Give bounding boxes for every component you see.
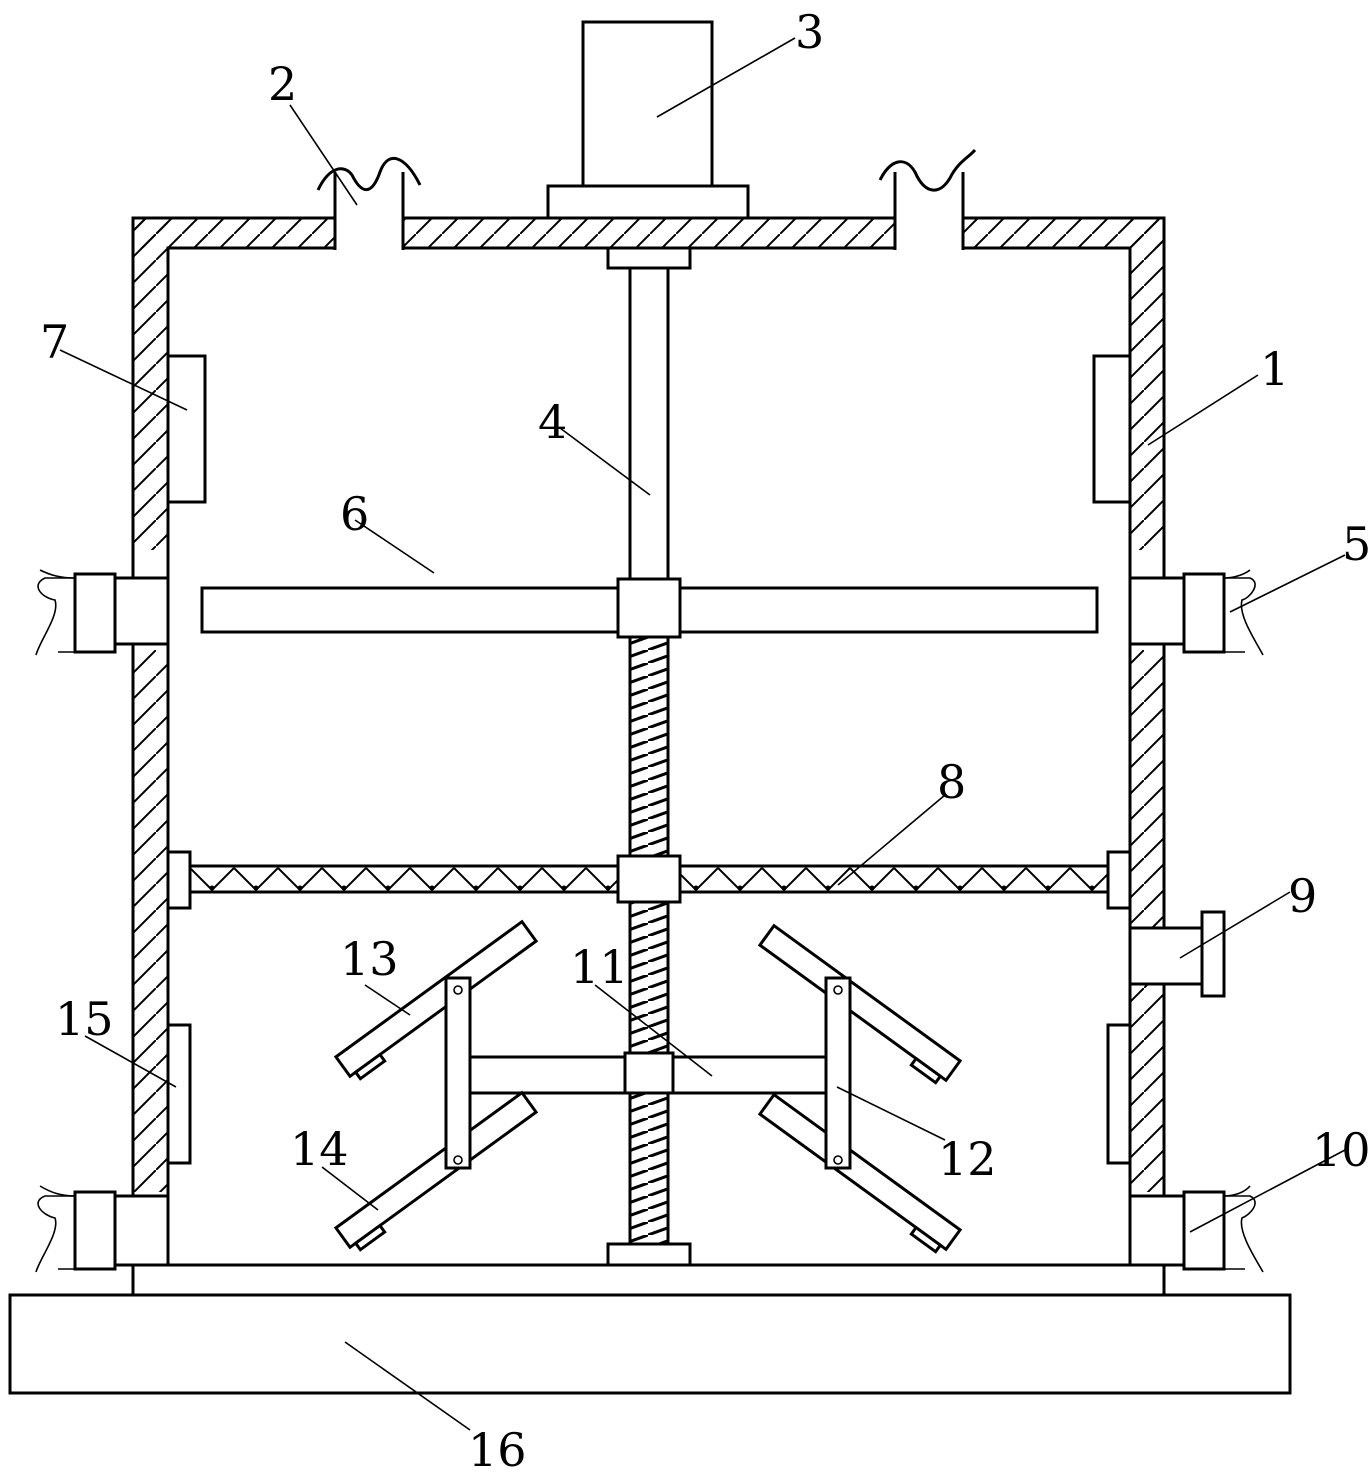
label-2: 2	[268, 57, 297, 111]
label-4: 4	[538, 395, 567, 449]
lower-rotor	[333, 919, 963, 1254]
label-11: 11	[570, 940, 629, 994]
vibrator-upper-right	[1092, 354, 1132, 504]
shaft	[606, 246, 692, 1267]
connecting-rod-left	[444, 976, 472, 1170]
side-pipe-upper-left	[35, 569, 170, 656]
label-12: 12	[938, 1132, 997, 1186]
connecting-rod-right	[824, 976, 852, 1170]
label-6: 6	[340, 487, 369, 541]
label-7: 7	[40, 315, 69, 369]
label-15: 15	[55, 992, 114, 1046]
leader-lines	[59, 37, 1346, 1431]
label-13: 13	[340, 932, 399, 986]
feed-pipe-left	[316, 156, 422, 250]
blade-lower-right	[757, 1092, 963, 1254]
label-14: 14	[290, 1122, 349, 1176]
blade-upper-left	[333, 919, 539, 1081]
label-3: 3	[795, 5, 824, 59]
label-8: 8	[937, 755, 966, 809]
base-plate	[8, 1265, 1292, 1395]
valve	[1128, 910, 1226, 998]
label-16: 16	[468, 1423, 527, 1476]
label-10: 10	[1312, 1123, 1371, 1177]
vibrator-upper-left	[166, 354, 207, 504]
vibrator-lower-left	[166, 1023, 192, 1165]
part-labels: 1 2 3 4 5 6 7 8 9 10 11 12 13 14 15 16	[40, 5, 1371, 1476]
side-pipe-upper-right	[1128, 569, 1264, 656]
vibrator-lower-right	[1106, 1023, 1132, 1165]
label-5: 5	[1342, 517, 1371, 571]
outlet-pipe-lower-left	[35, 1185, 170, 1273]
screen-plate	[166, 850, 1132, 910]
stirring-bar	[200, 577, 1099, 639]
feed-pipe-right	[878, 148, 977, 250]
label-1: 1	[1260, 342, 1289, 396]
outlet-pipe-lower-right	[1128, 1185, 1264, 1273]
label-9: 9	[1288, 869, 1317, 923]
blade-lower-left	[333, 1090, 539, 1252]
motor	[546, 20, 750, 220]
blade-upper-right	[757, 923, 963, 1085]
